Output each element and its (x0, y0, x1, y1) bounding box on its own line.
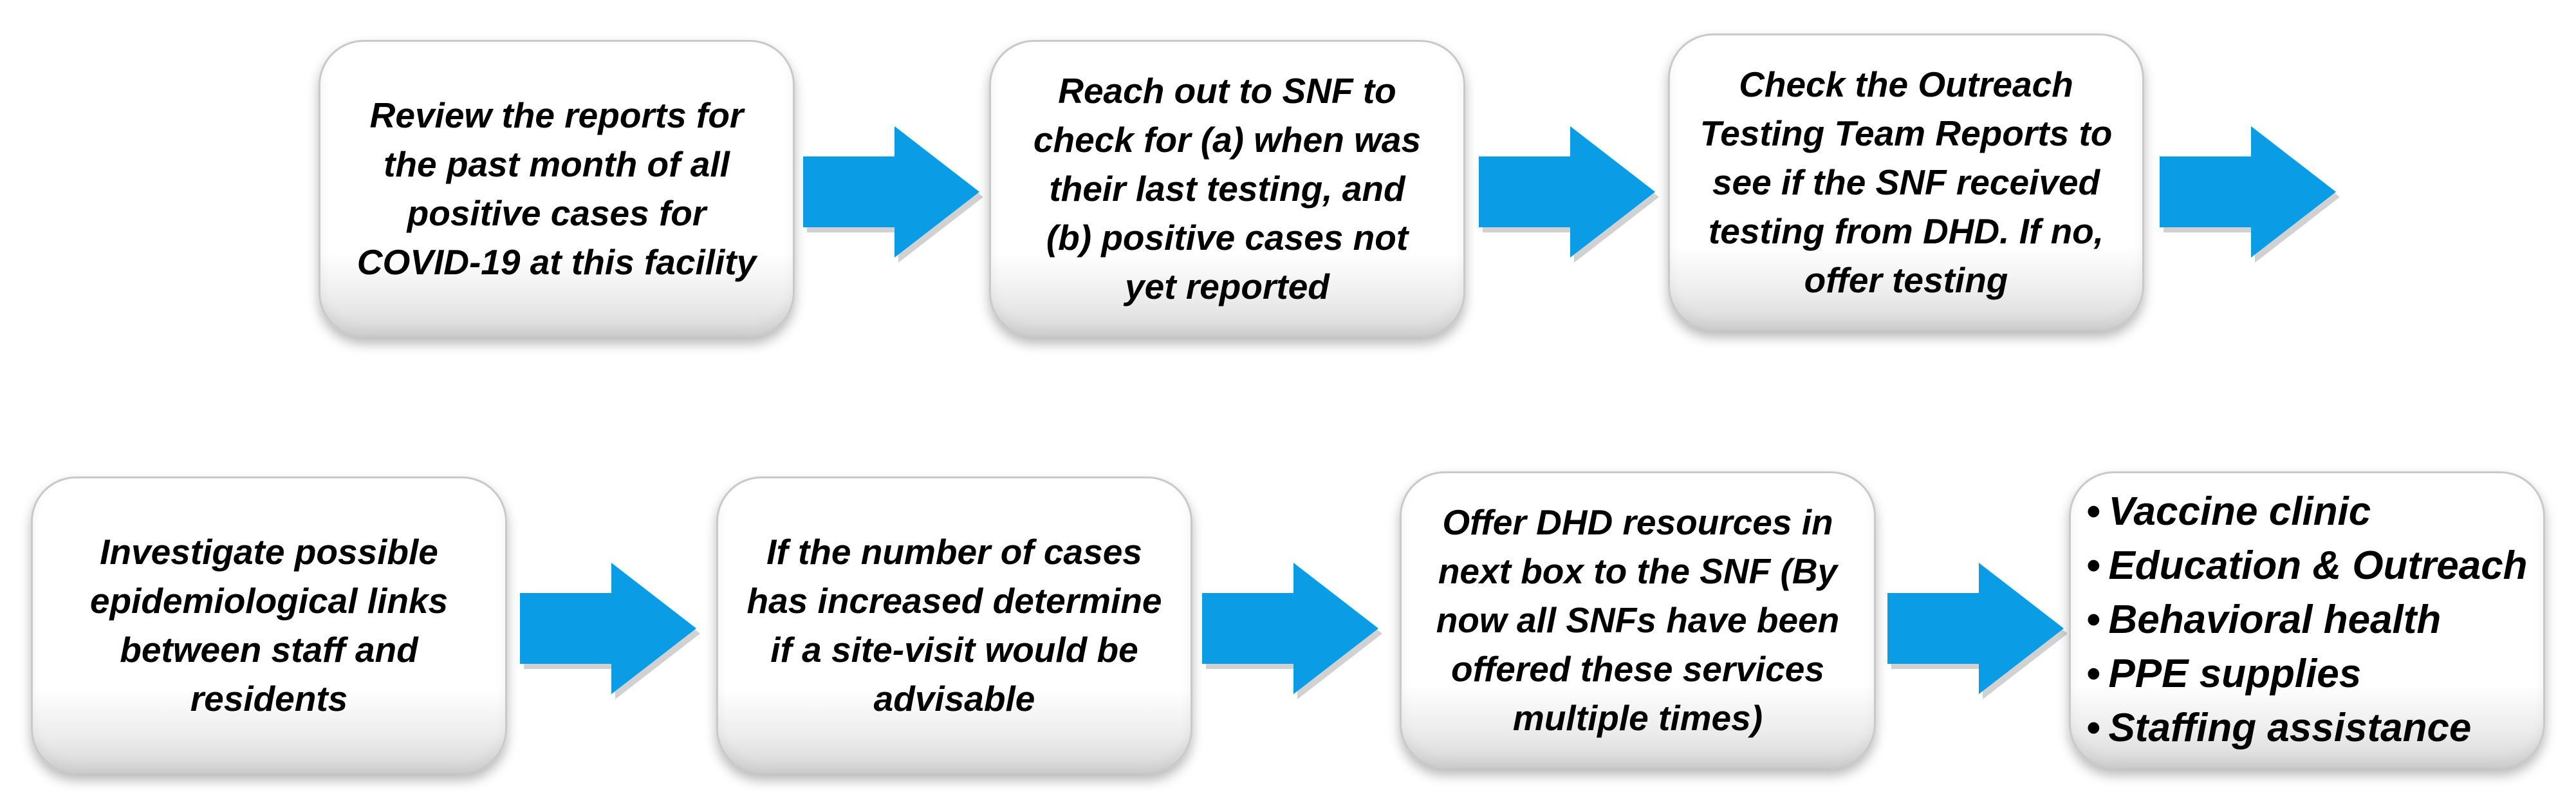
arrow-right-icon (1202, 563, 1382, 699)
resource-label: Vaccine clinic (2108, 489, 2371, 534)
resource-label: Staffing assistance (2108, 706, 2472, 750)
step-text-review-reports: Review the reports for the past month of… (357, 95, 757, 282)
resource-label: PPE supplies (2108, 652, 2362, 696)
resource-label: Behavioral health (2108, 598, 2442, 642)
resource-item-education-outreach: •Education & Outreach (2086, 539, 2527, 593)
bullet-icon: • (2086, 543, 2101, 588)
resource-item-staffing-assistance: •Staffing assistance (2086, 701, 2527, 755)
arrow-right-icon (1887, 563, 2068, 699)
arrow-right-icon (520, 563, 700, 699)
step-text-reach-out: Reach out to SNF to check for (a) when w… (1033, 71, 1422, 306)
step-box-investigate-links: Investigate possible epidemiological lin… (31, 476, 507, 774)
resources-list: •Vaccine clinic •Education & Outreach •B… (2086, 485, 2527, 755)
step-box-offer-resources: Offer DHD resources in next box to the S… (1400, 471, 1876, 769)
step-box-reach-out: Reach out to SNF to check for (a) when w… (989, 40, 1465, 337)
step-text-offer-resources: Offer DHD resources in next box to the S… (1436, 502, 1840, 738)
arrow-right-icon (2160, 126, 2340, 263)
step-box-site-visit: If the number of cases has increased det… (716, 476, 1192, 774)
step-text-investigate-links: Investigate possible epidemiological lin… (89, 532, 449, 719)
resources-box: •Vaccine clinic •Education & Outreach •B… (2069, 471, 2545, 769)
arrow-right-icon (1479, 126, 1659, 263)
step-text-site-visit: If the number of cases has increased det… (746, 532, 1162, 719)
resource-label: Education & Outreach (2108, 543, 2528, 588)
resource-item-ppe-supplies: •PPE supplies (2086, 647, 2527, 701)
step-text-check-outreach: Check the Outreach Testing Team Reports … (1700, 64, 2113, 300)
step-box-check-outreach: Check the Outreach Testing Team Reports … (1668, 33, 2144, 331)
bullet-icon: • (2086, 652, 2101, 696)
resource-item-vaccine-clinic: •Vaccine clinic (2086, 485, 2527, 539)
bullet-icon: • (2086, 706, 2101, 750)
bullet-icon: • (2086, 489, 2101, 534)
bullet-icon: • (2086, 598, 2101, 642)
resource-item-behavioral-health: •Behavioral health (2086, 593, 2527, 647)
step-box-review-reports: Review the reports for the past month of… (319, 40, 795, 337)
arrow-right-icon (803, 126, 983, 263)
